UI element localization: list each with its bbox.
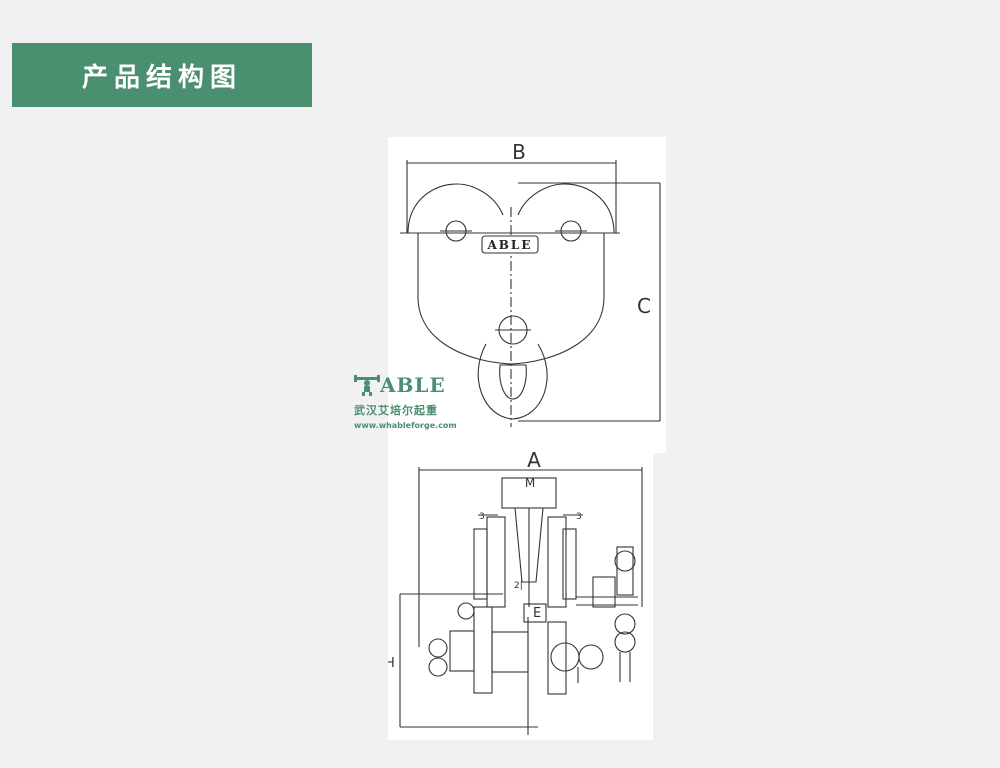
- watermark-subtitle: 武汉艾培尔起重: [354, 404, 438, 417]
- dimension-label-c: C: [637, 294, 651, 318]
- dimension-label-h: H: [388, 656, 395, 671]
- structure-diagram: ABLE B C: [388, 137, 666, 740]
- dimension-label-3-left: 3: [479, 512, 485, 522]
- section-title: 产品结构图: [81, 62, 242, 93]
- top-view: [400, 160, 661, 427]
- dimension-label-a: A: [527, 448, 541, 472]
- section-title-banner: 产品结构图: [12, 43, 312, 107]
- dimension-label-e: E: [533, 606, 541, 621]
- dimension-label-m: M: [525, 476, 535, 490]
- watermark-logo: ABLE 武汉艾培尔起重 www.whableforge.com: [354, 374, 458, 436]
- weightlifter-icon: [354, 375, 380, 396]
- watermark-url: www.whableforge.com: [354, 421, 457, 430]
- plate-label: ABLE: [486, 238, 532, 252]
- side-view: [399, 467, 643, 735]
- watermark-brand: ABLE: [380, 373, 446, 397]
- dimension-label-3-right: 3: [576, 512, 582, 522]
- dimension-label-2: 2|: [514, 581, 523, 591]
- dimension-label-b: B: [512, 140, 526, 164]
